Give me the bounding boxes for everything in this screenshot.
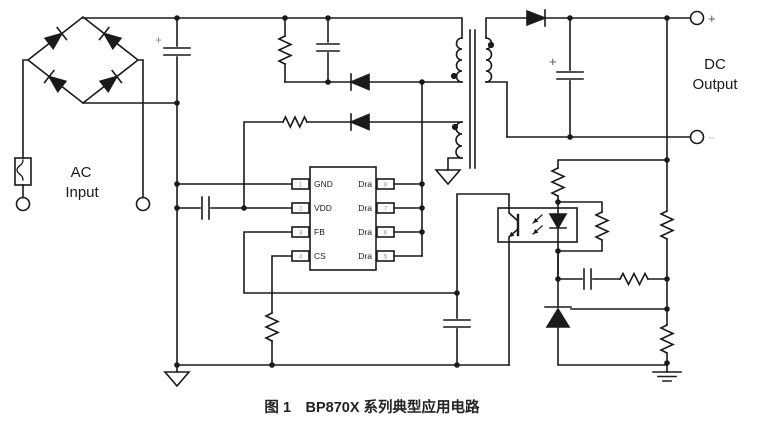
led-bias-resistor bbox=[550, 166, 566, 198]
ac-input-section bbox=[14, 59, 151, 212]
optocoupler bbox=[456, 193, 578, 366]
dc-negative-sign: − bbox=[708, 131, 715, 145]
ic-pin1-number: 1 bbox=[299, 182, 303, 189]
output-section bbox=[485, 9, 705, 145]
ic-pin8-number: 8 bbox=[384, 182, 388, 189]
vdd-capacitor bbox=[201, 196, 210, 220]
optocoupler-body bbox=[497, 207, 578, 243]
bridge-diode-upper-right bbox=[98, 26, 123, 50]
divider-upper-resistor bbox=[659, 209, 675, 241]
junction-dots bbox=[174, 15, 670, 368]
opto-collector-wire bbox=[456, 193, 510, 294]
bridge-diode-upper-left bbox=[43, 26, 68, 50]
ic-pin4-number: 4 bbox=[299, 254, 303, 261]
ic-pin8-label: Dra bbox=[358, 179, 372, 189]
output-capacitor bbox=[556, 17, 584, 138]
ic-body bbox=[309, 166, 377, 271]
opto-led bbox=[532, 207, 568, 280]
ac-terminal-left bbox=[15, 196, 31, 212]
vdd-supply-branch bbox=[243, 113, 463, 209]
ac-terminal-right bbox=[135, 196, 151, 212]
hv-top-rail bbox=[82, 17, 463, 39]
ic-pin2-number: 2 bbox=[299, 206, 303, 213]
aux-polarity-dot bbox=[451, 123, 459, 131]
vdd-resistor bbox=[281, 115, 309, 129]
output-cap-polarity: + bbox=[549, 54, 557, 69]
divider-lower-resistor bbox=[659, 323, 675, 355]
dc-terminal-positive bbox=[689, 10, 705, 26]
figure-caption: 图 1 BP870X 系列典型应用电路 bbox=[264, 398, 480, 416]
ac-input-label-line1: AC bbox=[71, 164, 92, 181]
fb-pin-wire bbox=[243, 231, 458, 294]
ic-pin3-number: 3 bbox=[299, 230, 303, 237]
vdd-diode bbox=[348, 113, 370, 131]
secondary-polarity-dot bbox=[487, 41, 495, 49]
dc-output-label-line2: Output bbox=[692, 76, 738, 93]
vdd-decoupling bbox=[176, 196, 293, 220]
ic-pin1-label: GND bbox=[314, 179, 333, 189]
ic-pin3-label: FB bbox=[314, 227, 325, 237]
ic-bp870x bbox=[291, 166, 395, 271]
primary-polarity-dot bbox=[450, 72, 458, 80]
bridge-diode-lower-left bbox=[43, 69, 68, 93]
core-lines bbox=[469, 29, 476, 169]
cs-sense-resistor bbox=[264, 311, 280, 343]
ic-pin5-number: 5 bbox=[384, 254, 388, 261]
led-parallel-resistor bbox=[594, 210, 610, 242]
tl431-shunt-regulator bbox=[544, 250, 668, 366]
dc-positive-sign: + bbox=[708, 11, 716, 26]
dc-terminal-negative bbox=[689, 129, 705, 145]
bulk-capacitor bbox=[163, 17, 191, 366]
compensation-resistor bbox=[618, 271, 650, 287]
ic-pin2-label: VDD bbox=[314, 203, 332, 213]
dc-output-label-line1: DC bbox=[704, 56, 726, 73]
ic-pin4-label: CS bbox=[314, 251, 326, 261]
snubber-capacitor bbox=[316, 43, 340, 52]
primary-winding bbox=[455, 37, 463, 83]
ac-input-label-line2: Input bbox=[65, 184, 99, 201]
transformer bbox=[434, 29, 495, 186]
feedback-network bbox=[544, 17, 682, 382]
bridge-diode-lower-right bbox=[98, 69, 123, 93]
opto-light-arrows bbox=[532, 214, 543, 235]
aux-ground-arrow bbox=[434, 169, 462, 186]
drain-wires bbox=[393, 81, 423, 257]
fb-capacitor bbox=[443, 292, 471, 366]
ic-pin7-number: 7 bbox=[384, 206, 388, 213]
bulk-cap-polarity: + bbox=[155, 33, 162, 47]
ic-pin5-label: Dra bbox=[358, 251, 372, 261]
cs-branch bbox=[264, 255, 293, 366]
opto-phototransistor bbox=[508, 207, 520, 243]
bridge-rectifier bbox=[26, 15, 140, 105]
ic-pin7-label: Dra bbox=[358, 203, 372, 213]
output-rectifier-diode bbox=[526, 9, 548, 27]
ic-pin6-number: 6 bbox=[384, 230, 388, 237]
snubber-diode bbox=[348, 73, 370, 91]
primary-ground-symbol bbox=[163, 364, 191, 388]
compensation-capacitor bbox=[583, 268, 592, 290]
snubber-resistor bbox=[277, 34, 293, 66]
ic-pin6-label: Dra bbox=[358, 227, 372, 237]
snubber-network bbox=[277, 17, 463, 91]
